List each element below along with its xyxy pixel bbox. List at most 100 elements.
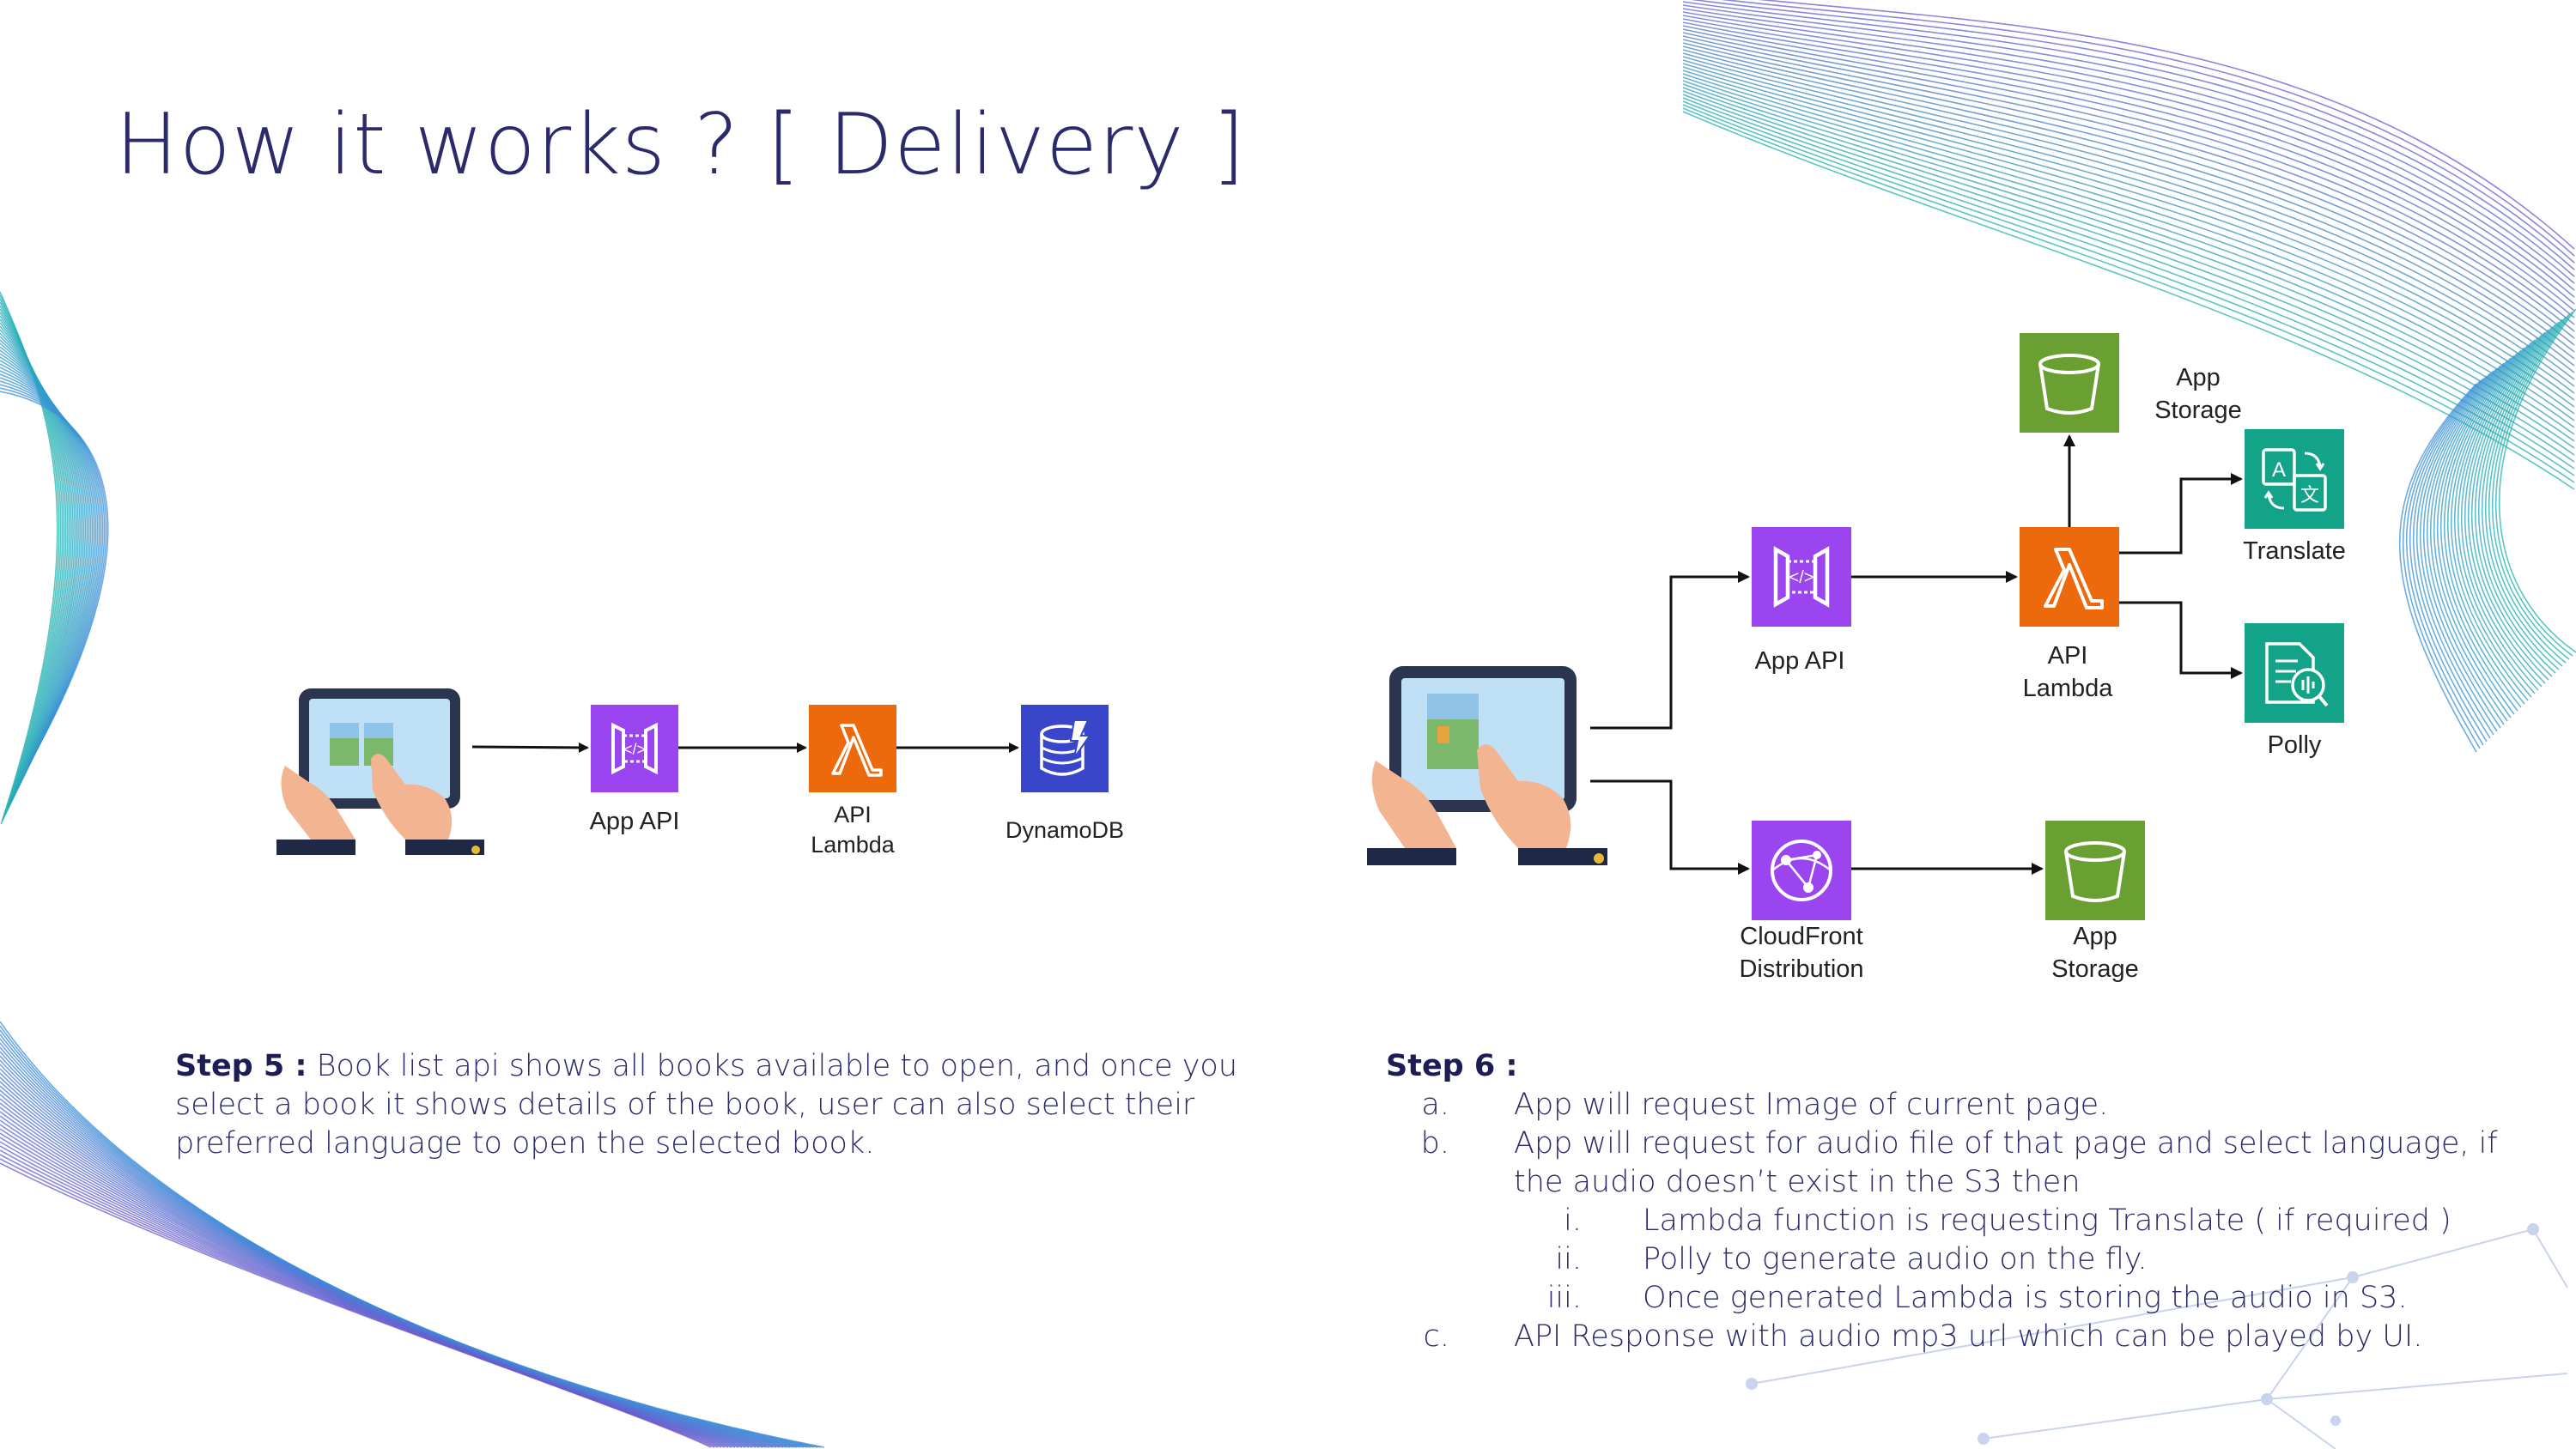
- wave-line: [2460, 336, 2539, 691]
- wave-line: [0, 353, 90, 779]
- wave-line: [1720, 0, 2575, 257]
- right-api-lambda-line2: Lambda: [2022, 675, 2113, 702]
- wave-line: [2415, 370, 2494, 736]
- s3-app-storage-icon: [2020, 333, 2119, 433]
- step5-label: Step 5 :: [175, 1049, 307, 1083]
- wave-line: [2429, 360, 2508, 722]
- tablet-hands-icon: [276, 688, 484, 855]
- svg-text:A: A: [2272, 458, 2286, 482]
- wave-line: [1682, 73, 2575, 415]
- wave-line: [0, 370, 99, 766]
- wave-line: [2436, 355, 2515, 715]
- step6-subitem-i: Lambda function is requesting Translate …: [1643, 1203, 2451, 1238]
- network-dots-decoration: [1746, 1223, 2568, 1449]
- wave-line: [2402, 380, 2481, 749]
- wave-line: [1682, 52, 2575, 373]
- wave-line: [2446, 347, 2525, 705]
- left-api-lambda-line2: Lambda: [811, 832, 895, 858]
- right-api-lambda-line1: API: [2047, 642, 2088, 670]
- polly-icon: [2245, 623, 2344, 723]
- wave-line: [2398, 383, 2477, 753]
- wave-line: [1682, 76, 2575, 421]
- wave-line: [2474, 326, 2553, 677]
- wave-line: [1682, 56, 2575, 380]
- step5-description: Step 5 : Book list api shows all books a…: [175, 1047, 1291, 1163]
- top-right-wave-lines: [1682, 0, 2575, 490]
- wave-line: [1682, 35, 2575, 339]
- step6-subitem-iii-marker: iii.: [1546, 1281, 1582, 1315]
- wave-line: [0, 1162, 712, 1448]
- wave-line: [0, 384, 106, 755]
- cloudfront-icon: [1752, 821, 1851, 920]
- wave-line: [1682, 80, 2575, 428]
- step6-label-block: Step 6 :: [1386, 1047, 1517, 1086]
- wave-line: [0, 360, 94, 773]
- wave-line: [1757, 0, 2575, 250]
- wave-line: [1682, 104, 2575, 476]
- wave-line: [1682, 4, 2575, 277]
- top-app-storage-label: App Storage: [2154, 361, 2242, 427]
- wave-line: [2457, 339, 2536, 694]
- wave-line: [1682, 83, 2575, 435]
- arrow-tablet-to-app-api: [471, 742, 589, 753]
- wave-line: [1691, 0, 2575, 264]
- wave-line: [2439, 352, 2518, 712]
- cloudfront-label: CloudFront Distribution: [1739, 920, 1863, 985]
- left-app-api-label: App API: [590, 805, 680, 838]
- wave-line: [0, 387, 107, 753]
- wave-line: [1682, 42, 2575, 353]
- wave-line: [0, 339, 82, 789]
- wave-line: [2426, 362, 2505, 725]
- left-api-lambda-line1: API: [834, 802, 872, 828]
- cloudfront-line1: CloudFront: [1740, 923, 1863, 950]
- wave-line: [2481, 321, 2560, 670]
- dynamodb-text: DynamoDB: [1005, 817, 1125, 843]
- wave-line: [1682, 28, 2575, 325]
- dynamodb-icon: [1021, 705, 1109, 792]
- wave-line: [2488, 316, 2567, 664]
- right-app-api-label: App API: [1755, 645, 1845, 677]
- step6-item-a-marker: a.: [1421, 1088, 1449, 1122]
- svg-text:</>: </>: [623, 741, 646, 758]
- wave-line: [2484, 318, 2563, 667]
- wave-line: [1682, 15, 2575, 298]
- wave-line: [1682, 25, 2575, 318]
- wave-line: [2412, 373, 2491, 739]
- wave-line: [2464, 334, 2543, 688]
- wave-line: [1682, 49, 2575, 367]
- top-app-storage-line1: App: [2176, 364, 2221, 391]
- left-wave-lines: [0, 291, 109, 825]
- wave-line: [1682, 39, 2575, 346]
- step6-item-b-continuation: the audio doesn’t exist in the S3 then: [1514, 1165, 2081, 1199]
- wave-line: [1682, 18, 2575, 305]
- arrow-tablet-to-app-api: [1590, 571, 1750, 730]
- wave-line: [0, 380, 104, 758]
- polly-text: Polly: [2267, 731, 2322, 759]
- wave-line: [0, 356, 92, 776]
- wave-line: [1682, 97, 2575, 463]
- step5-text: Book list api shows all books available …: [175, 1049, 1238, 1161]
- right-app-api-text: App API: [1754, 647, 1845, 675]
- left-api-lambda-label: API Lambda: [811, 800, 895, 860]
- step6-subitem-ii-marker: ii.: [1555, 1242, 1582, 1276]
- wave-line: [2405, 378, 2484, 746]
- wave-line: [0, 349, 88, 781]
- bottom-left-wave-lines: [0, 1021, 825, 1448]
- step6-item-b: App will request for audio file of that …: [1514, 1126, 2498, 1161]
- wave-line: [1682, 87, 2575, 442]
- wave-line: [2422, 365, 2501, 729]
- wave-line: [1682, 100, 2575, 470]
- step6-item-c-marker: c.: [1423, 1319, 1449, 1354]
- wave-line: [0, 346, 86, 784]
- wave-line: [1682, 21, 2575, 312]
- wave-line: [1682, 11, 2575, 291]
- left-app-api-text: App API: [589, 808, 680, 835]
- step6-item-c: API Response with audio mp3 url which ca…: [1514, 1319, 2423, 1354]
- wave-line: [1682, 8, 2575, 284]
- arrow-tablet-to-cloudfront: [1590, 779, 1750, 875]
- top-app-storage-line2: Storage: [2154, 397, 2242, 424]
- step6-item-b-marker: b.: [1420, 1126, 1449, 1161]
- wave-line: [0, 343, 84, 786]
